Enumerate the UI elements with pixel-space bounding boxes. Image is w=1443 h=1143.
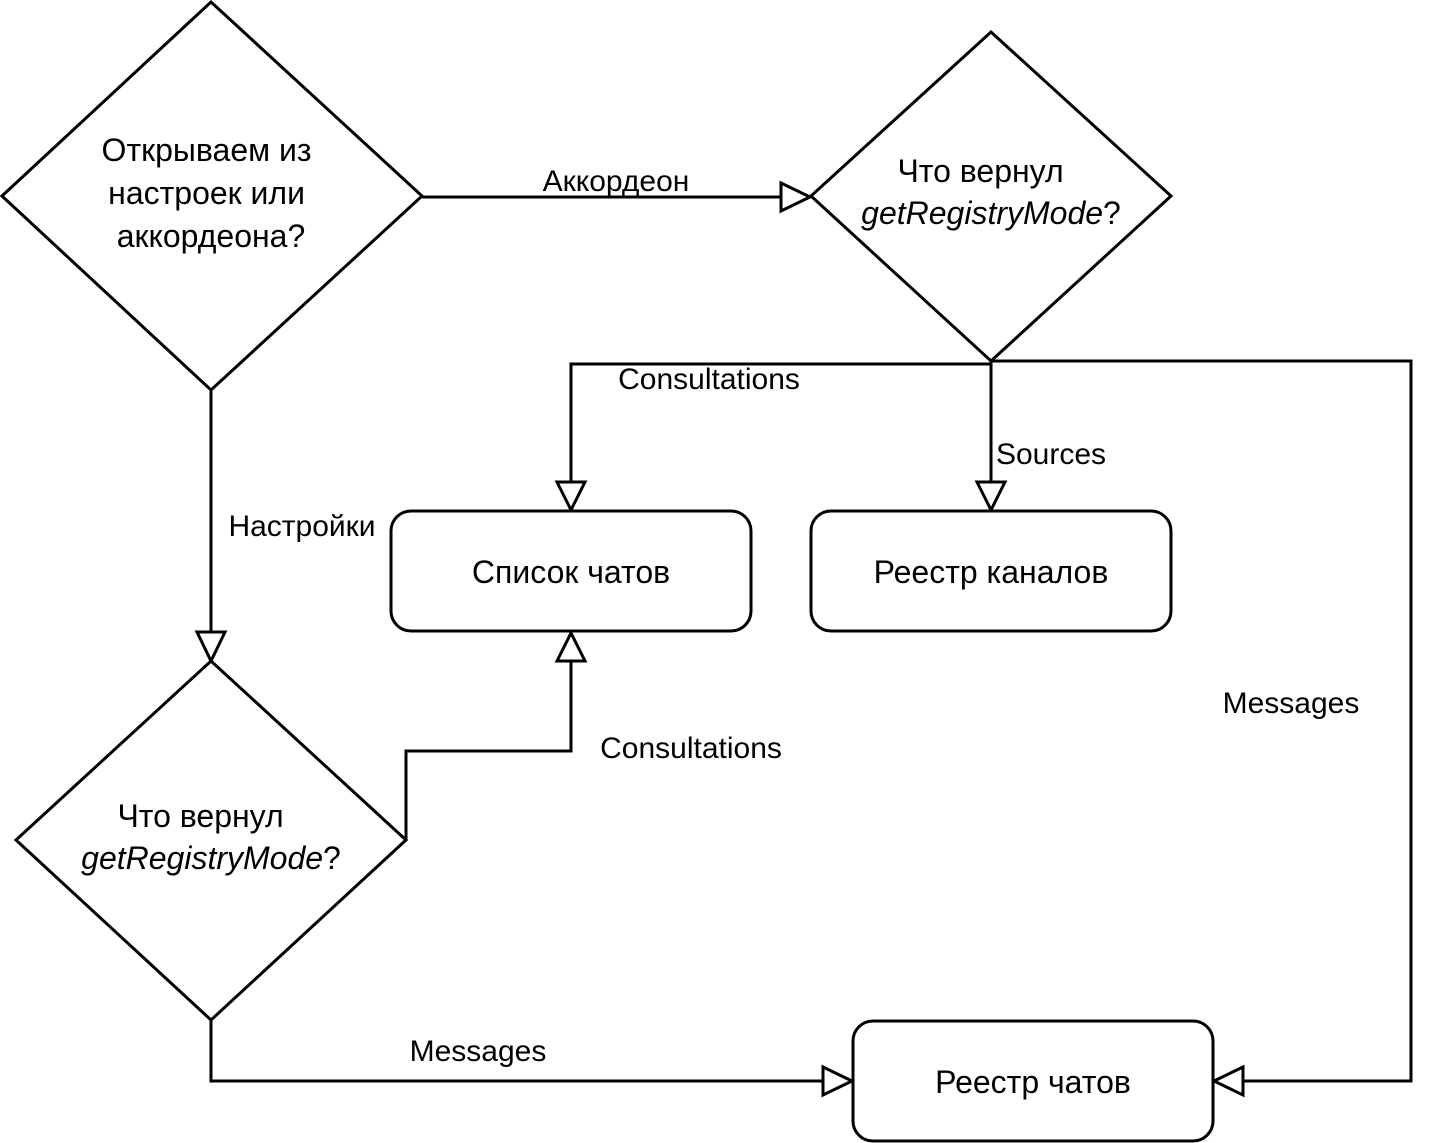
- edge-messages-right: [991, 359, 1413, 1083]
- edge-label-messages-bottom: Messages: [410, 1035, 547, 1068]
- decision-registry-mode-top-line-2: getRegistryMode?: [861, 195, 1121, 231]
- decision-open-source-label: Открываем из настроек или аккордеона?: [102, 132, 321, 254]
- decision-open-source: Открываем из настроек или аккордеона?: [0, 0, 425, 393]
- node-chat-list-shape: [389, 509, 753, 633]
- arrowhead-settings: [194, 630, 228, 665]
- node-channel-registry: Реестр каналов: [809, 509, 1173, 633]
- decision-open-source-shape: [0, 0, 425, 393]
- edge-label-sources: Sources: [996, 438, 1106, 471]
- decision-registry-mode-bottom-line-1: Что вернул: [117, 798, 283, 834]
- edge-label-settings: Настройки: [228, 510, 375, 543]
- decision-registry-mode-top-label: Что вернул getRegistryMode?: [861, 153, 1121, 231]
- decision-open-source-line-1: Открываем из: [102, 132, 312, 168]
- node-channel-registry-shape: [809, 509, 1173, 633]
- edge-label-consultations-bottom: Consultations: [600, 732, 782, 765]
- node-chat-registry: Реестр чатов: [851, 1019, 1215, 1143]
- node-chat-registry-label: Реестр чатов: [935, 1064, 1131, 1100]
- edge-label-accordion: Аккордеон: [543, 165, 690, 198]
- edge-messages-bottom: [209, 1020, 823, 1083]
- decision-registry-mode-top: Что вернул getRegistryMode?: [808, 29, 1174, 364]
- decision-registry-mode-bottom-function: getRegistryMode: [81, 840, 323, 876]
- arrowhead-accordion: [779, 180, 814, 214]
- arrowhead-messages-right: [1210, 1064, 1245, 1098]
- decision-registry-mode-top-shape: [808, 29, 1174, 364]
- decision-open-source-line-2: настроек или: [108, 175, 305, 211]
- arrowhead-sources: [974, 480, 1008, 514]
- decision-registry-mode-top-function: getRegistryMode: [861, 195, 1103, 231]
- node-chat-list: Список чатов: [389, 509, 753, 633]
- decision-registry-mode-bottom: Что вернул getRegistryMode?: [13, 658, 409, 1023]
- edge-label-messages-right: Messages: [1223, 687, 1360, 720]
- decision-registry-mode-bottom-line-2: getRegistryMode?: [81, 840, 341, 876]
- decision-open-source-line-3: аккордеона?: [117, 218, 306, 254]
- node-chat-registry-shape: [851, 1019, 1215, 1143]
- edge-label-consultations-top: Consultations: [618, 363, 800, 396]
- node-chat-list-label: Список чатов: [472, 554, 670, 590]
- decision-registry-mode-top-line-1: Что вернул: [897, 153, 1063, 189]
- arrowhead-messages-bottom: [821, 1064, 856, 1098]
- edge-consultations-bottom: [404, 661, 573, 840]
- decision-registry-mode-bottom-qmark: ?: [323, 840, 341, 876]
- edge-consultations-top: [569, 362, 991, 482]
- decision-registry-mode-bottom-shape: [13, 658, 409, 1023]
- arrowhead-consultations-bottom: [554, 629, 588, 663]
- decision-registry-mode-bottom-label: Что вернул getRegistryMode?: [81, 798, 341, 876]
- arrowhead-consultations-top: [554, 480, 588, 514]
- decision-registry-mode-top-qmark: ?: [1103, 195, 1121, 231]
- node-channel-registry-label: Реестр каналов: [874, 554, 1109, 590]
